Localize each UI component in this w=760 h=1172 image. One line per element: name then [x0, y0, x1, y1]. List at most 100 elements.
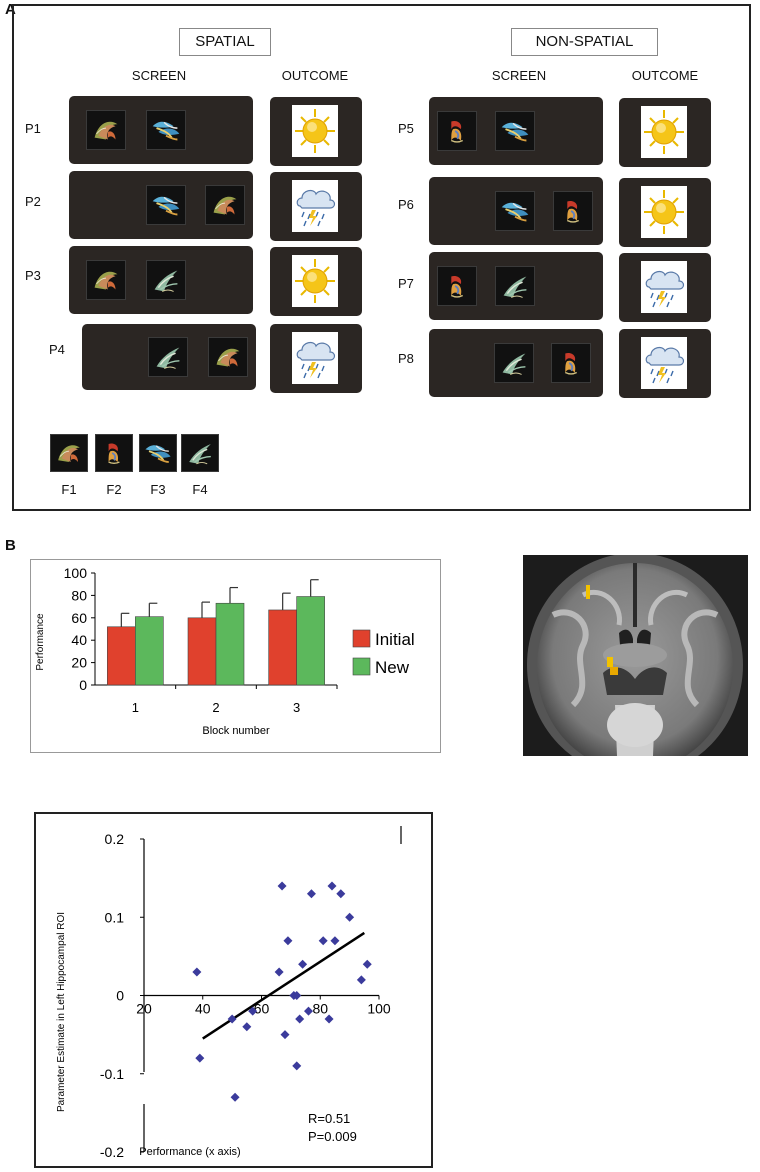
fractal-f2 — [437, 266, 477, 306]
brain-mri-image — [523, 555, 748, 756]
sun-icon — [291, 104, 339, 158]
panel-a-box: SPATIAL NON-SPATIAL SCREEN OUTCOME SCREE… — [12, 4, 751, 511]
scatter-point — [304, 1006, 313, 1016]
rain-cloud-icon — [640, 260, 688, 314]
row-label-p7: P7 — [398, 276, 414, 291]
fractal-legend-f4 — [181, 434, 219, 472]
annotation-r: R=0.51 — [308, 1111, 350, 1126]
fractal-label-f1: F1 — [61, 482, 77, 497]
fractal-f4 — [495, 266, 535, 306]
scatter-y-tick-label: -0.1 — [100, 1066, 124, 1082]
outcome-p3 — [270, 247, 362, 316]
scatter-point — [280, 1030, 290, 1040]
sun-icon — [291, 254, 339, 308]
scatter-x-tick-label: 80 — [312, 1001, 328, 1017]
fractal-f3 — [495, 111, 535, 151]
scatter-point — [362, 959, 372, 969]
activation-spot-upper — [586, 585, 590, 599]
scatter-point — [292, 1061, 302, 1071]
fractal-f4 — [146, 260, 186, 300]
outcome-p4 — [270, 324, 362, 393]
bar-y-tick-label: 80 — [71, 587, 87, 603]
fractal-label-f2: F2 — [106, 482, 122, 497]
fractal-label-f4: F4 — [192, 482, 208, 497]
scatter-point — [336, 889, 346, 899]
scatter-point — [230, 1092, 240, 1102]
scatter-point — [292, 991, 302, 1000]
outcome-p7 — [619, 253, 711, 322]
row-label-p6: P6 — [398, 197, 414, 212]
scatter-x-tick-label: 20 — [136, 1001, 152, 1017]
legend-swatch-initial — [352, 629, 371, 648]
screen-p2 — [69, 171, 253, 239]
screen-p8 — [429, 329, 603, 397]
nonspatial-outcome-header: OUTCOME — [631, 68, 699, 83]
sun-icon — [640, 105, 688, 159]
fractal-f3 — [495, 191, 535, 231]
scatter-chart: Parameter Estimate in Left Hippocampal R… — [34, 812, 433, 1168]
fractal-f1 — [205, 185, 245, 225]
scatter-point — [248, 1006, 258, 1016]
fractal-f2 — [437, 111, 477, 151]
spatial-outcome-header: OUTCOME — [281, 68, 349, 83]
fractal-f4 — [148, 337, 188, 377]
regression-line — [202, 931, 365, 1040]
outcome-p6 — [619, 178, 711, 247]
scatter-point — [283, 936, 293, 946]
bar-initial-2 — [187, 617, 217, 686]
row-label-p5: P5 — [398, 121, 414, 136]
scatter-point — [195, 1053, 205, 1063]
nonspatial-title: NON-SPATIAL — [511, 28, 658, 56]
scatter-point — [327, 881, 337, 891]
scatter-point — [330, 936, 340, 946]
bar-x-axis-label: Block number — [202, 725, 270, 737]
fractal-f1 — [208, 337, 248, 377]
rain-cloud-icon — [640, 336, 688, 390]
row-label-p2: P2 — [25, 194, 41, 209]
scatter-point — [298, 959, 308, 969]
bar-y-tick-label: 40 — [71, 632, 87, 648]
scatter-y-axis-label: Parameter Estimate in Left Hippocampal R… — [56, 912, 67, 1112]
fractal-legend-f2 — [95, 434, 133, 472]
outcome-p1 — [270, 97, 362, 166]
row-label-p8: P8 — [398, 351, 414, 366]
scatter-point — [274, 967, 284, 977]
scatter-x-tick-label: 100 — [367, 1001, 391, 1017]
bar-y-tick-label: 0 — [79, 677, 87, 693]
scatter-point — [356, 975, 366, 985]
scatter-y-tick-label: 0 — [116, 988, 124, 1004]
fractal-f3 — [146, 110, 186, 150]
scatter-x-tick-label: 40 — [195, 1001, 211, 1017]
screen-p6 — [429, 177, 603, 245]
fractal-legend-f1 — [50, 434, 88, 472]
activation-spot-hippocampus — [607, 657, 613, 667]
fractal-f2 — [553, 191, 593, 231]
bar-y-tick-label: 20 — [71, 655, 87, 671]
scatter-point — [345, 912, 355, 922]
rain-cloud-icon — [291, 331, 339, 385]
bar-new-1 — [135, 616, 164, 686]
scatter-point — [324, 1014, 334, 1024]
bar-new-2 — [215, 602, 245, 686]
annotation-p: P=0.009 — [308, 1129, 357, 1144]
sun-icon — [640, 185, 688, 239]
scatter-x-axis-label: Performance (x axis) — [139, 1146, 240, 1158]
scatter-point — [192, 967, 202, 977]
row-label-p4: P4 — [49, 342, 65, 357]
screen-p3 — [69, 246, 253, 314]
row-label-p1: P1 — [25, 121, 41, 136]
screen-p1 — [69, 96, 253, 164]
bar-y-axis-label: Performance — [35, 613, 46, 671]
screen-p5 — [429, 97, 603, 165]
bar-y-tick-label: 100 — [64, 565, 88, 581]
bar-y-tick-label: 60 — [71, 610, 87, 626]
row-label-p3: P3 — [25, 268, 41, 283]
rain-cloud-icon — [291, 179, 339, 233]
spatial-screen-header: SCREEN — [131, 68, 187, 83]
bar-initial-3 — [268, 609, 297, 686]
scatter-point — [295, 1014, 305, 1024]
bar-x-tick-label: 2 — [212, 700, 219, 715]
fractal-label-f3: F3 — [150, 482, 166, 497]
screen-p7 — [429, 252, 603, 320]
